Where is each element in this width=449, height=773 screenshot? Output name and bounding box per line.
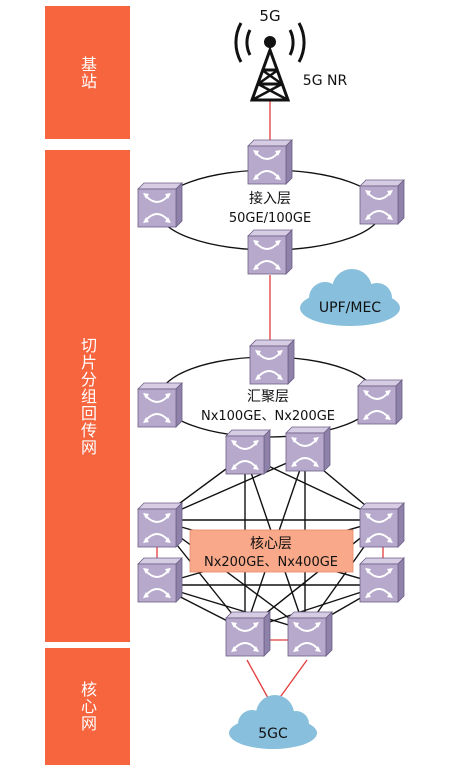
router-core-bottom-right: [287, 611, 333, 657]
upf-mec-label: UPF/MEC: [319, 300, 381, 316]
router-aggregation-bottom-left: [225, 429, 271, 475]
sidebar-backhaul-network: 切片分组回传网: [45, 150, 130, 642]
sidebar-base-station: 基站: [45, 6, 130, 139]
router-aggregation-right: [357, 379, 403, 425]
router-access-top: [247, 139, 293, 185]
router-core-right-bottom: [359, 557, 405, 603]
antenna-icon: [234, 22, 306, 102]
sidebar-core-label: 核心网: [78, 681, 97, 732]
router-aggregation-left: [137, 382, 183, 428]
router-access-right: [359, 179, 405, 225]
antenna-top-label: 5G: [259, 7, 280, 25]
sidebar-backhaul-label: 切片分组回传网: [78, 336, 97, 456]
core-layer-name: 核心层: [250, 536, 292, 552]
router-core-right-top: [359, 502, 405, 548]
router-core-left-top: [137, 502, 183, 548]
router-access-left: [137, 182, 183, 228]
5gc-label: 5GC: [258, 726, 288, 742]
router-core-bottom-left: [225, 611, 271, 657]
sidebar-core-network: 核心网: [45, 648, 130, 765]
router-access-bottom: [247, 229, 293, 275]
access-layer-name: 接入层: [249, 190, 291, 207]
5gc-cloud: [229, 695, 317, 749]
access-layer-speed: 50GE/100GE: [229, 211, 311, 226]
aggregation-layer-name: 汇聚层: [247, 389, 289, 405]
router-aggregation-top: [249, 339, 295, 385]
upf-mec-cloud: [300, 269, 400, 326]
core-layer-speed: Nx200GE、Nx400GE: [204, 555, 338, 570]
antenna-side-label: 5G NR: [303, 73, 348, 89]
router-aggregation-bottom-right: [285, 426, 331, 472]
core-layer-band: [189, 529, 354, 573]
router-core-left-bottom: [137, 557, 183, 603]
sidebar-base-station-label: 基站: [78, 55, 97, 90]
aggregation-layer-speed: Nx100GE、Nx200GE: [201, 409, 335, 424]
